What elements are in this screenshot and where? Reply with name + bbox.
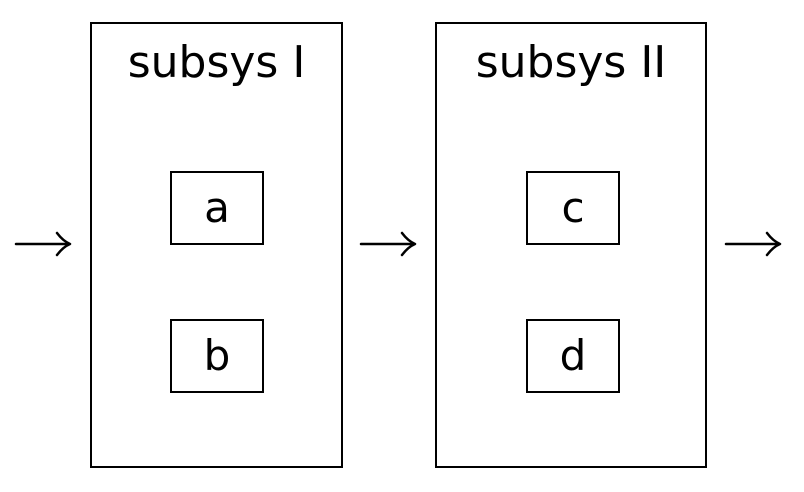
- component-box-b: b: [170, 319, 264, 393]
- subsystem-title-2: subsys II: [475, 37, 667, 88]
- connector-arrow-icon: [359, 231, 417, 257]
- subsystem-box-1: subsys I a b: [90, 22, 343, 468]
- component-box-a: a: [170, 171, 264, 245]
- component-label-d: d: [559, 331, 587, 380]
- subsystem-title-1: subsys I: [127, 37, 306, 88]
- component-label-a: a: [204, 183, 230, 232]
- output-arrow-icon: [724, 231, 782, 257]
- component-box-d: d: [526, 319, 620, 393]
- component-box-c: c: [526, 171, 620, 245]
- component-label-b: b: [203, 331, 231, 380]
- component-label-c: c: [561, 183, 585, 232]
- subsystem-box-2: subsys II c d: [435, 22, 707, 468]
- input-arrow-icon: [14, 231, 72, 257]
